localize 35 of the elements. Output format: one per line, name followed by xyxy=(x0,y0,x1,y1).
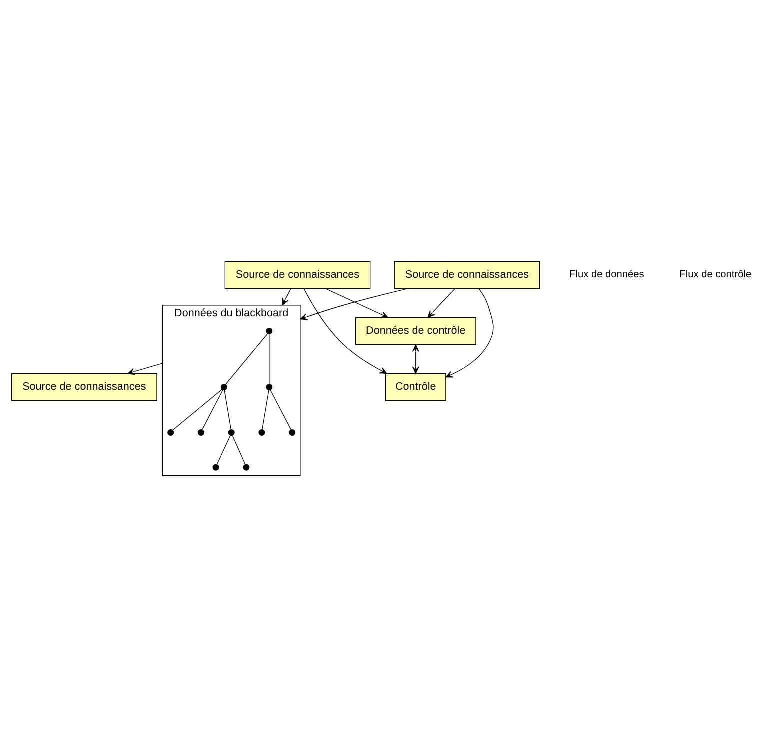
connector xyxy=(172,388,222,430)
connector xyxy=(262,389,270,430)
cluster: Données du blackboard xyxy=(162,304,301,476)
node-box: Source de connaissances xyxy=(394,260,540,289)
label: Flux de contrôle xyxy=(680,269,752,280)
node-box: Source de connaissances xyxy=(12,372,158,401)
node-box: Contrôle xyxy=(386,372,446,401)
arrow xyxy=(446,288,494,378)
node-circle xyxy=(266,384,273,390)
node-circle xyxy=(168,428,174,436)
arrow xyxy=(128,362,164,375)
connector xyxy=(225,333,268,385)
node-circle xyxy=(266,327,273,334)
node-box: Données de contrôle xyxy=(355,316,476,345)
node-circle xyxy=(289,428,296,436)
arrow xyxy=(304,288,388,374)
connector xyxy=(224,389,232,430)
arrow xyxy=(428,288,456,318)
node-circle xyxy=(198,428,204,436)
arrow xyxy=(282,288,292,306)
node-circle xyxy=(228,428,235,436)
connector xyxy=(232,434,246,464)
node-circle xyxy=(258,428,266,436)
connector xyxy=(270,389,292,430)
label: Flux de données xyxy=(570,269,644,280)
connector xyxy=(202,389,224,430)
arrow xyxy=(300,288,409,320)
connector xyxy=(269,333,270,384)
node-box: Source de connaissances xyxy=(224,260,371,289)
arrow xyxy=(412,344,420,374)
node-circle xyxy=(243,464,250,470)
connector xyxy=(216,434,231,464)
node-circle xyxy=(220,384,228,390)
arrow xyxy=(325,288,388,318)
node-circle xyxy=(212,464,220,470)
